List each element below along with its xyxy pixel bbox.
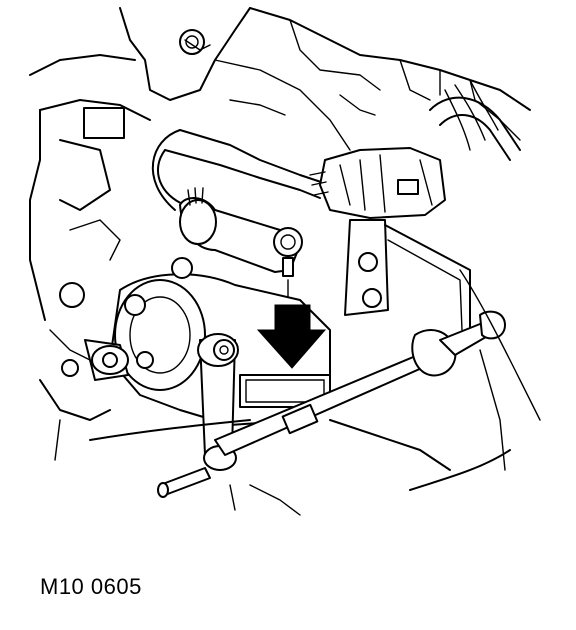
- technical-line-drawing: [29, 7, 541, 516]
- figure-reference-code: M10 0605: [40, 574, 142, 599]
- lower-frame: [54, 269, 541, 516]
- arrow-down-icon: [256, 304, 327, 369]
- electrical-connector: [309, 147, 446, 219]
- rod-end-pin: [157, 467, 236, 511]
- selector-lever: [197, 333, 239, 471]
- identification-label: [239, 374, 331, 408]
- mounting-bracket: [344, 219, 471, 341]
- casing-boss: [39, 107, 125, 421]
- transmission-housing: [29, 7, 531, 321]
- solenoid-body: [179, 187, 303, 311]
- vacuum-hose: [151, 79, 521, 211]
